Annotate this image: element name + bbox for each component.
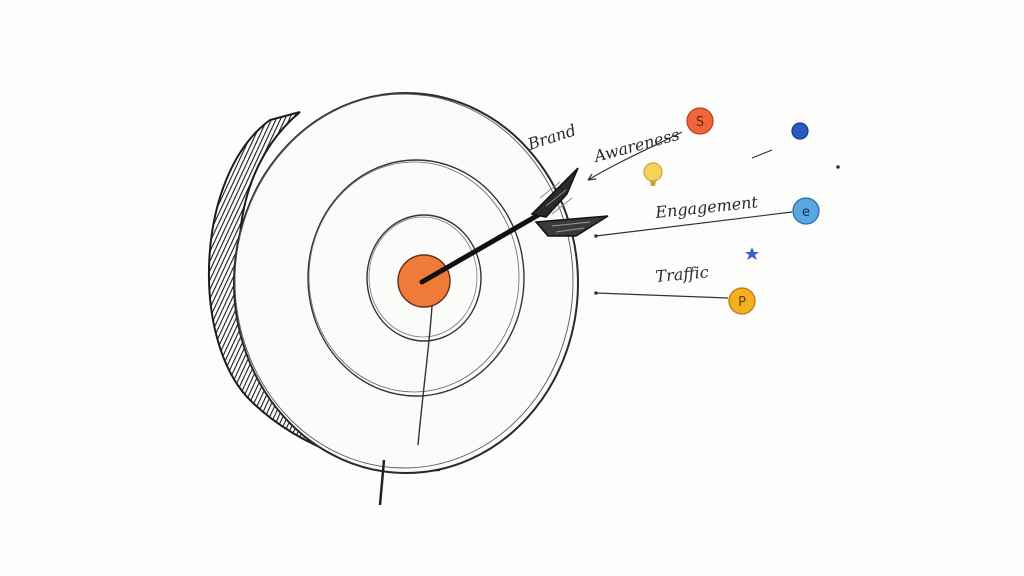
label-brand: Brand <box>524 120 578 154</box>
svg-text:P: P <box>738 295 746 310</box>
target-leg <box>378 459 386 506</box>
traffic-pointer-line <box>595 292 729 299</box>
star-icon <box>745 247 759 260</box>
traffic-icon: P <box>728 287 756 315</box>
awareness-icon: S <box>686 107 714 135</box>
blue-dot-icon <box>791 122 809 140</box>
awareness-pointer-line <box>587 131 683 181</box>
arrow-shaft <box>419 211 543 285</box>
small-dash-line <box>751 149 773 159</box>
engagement-icon: e <box>792 197 820 225</box>
label-traffic: Traffic <box>655 262 710 286</box>
target-stand <box>417 305 433 446</box>
label-awareness: Awareness <box>590 125 681 166</box>
arrow-fletching-lower <box>534 215 609 237</box>
target-middle-ring <box>307 159 525 397</box>
yellow-bulb-icon <box>643 162 663 186</box>
engagement-pointer-line <box>595 211 793 237</box>
target-inner-ring <box>366 214 482 342</box>
svg-text:S: S <box>696 115 704 130</box>
svg-text:e: e <box>802 205 810 220</box>
arrow-fletching-upper <box>530 167 579 218</box>
